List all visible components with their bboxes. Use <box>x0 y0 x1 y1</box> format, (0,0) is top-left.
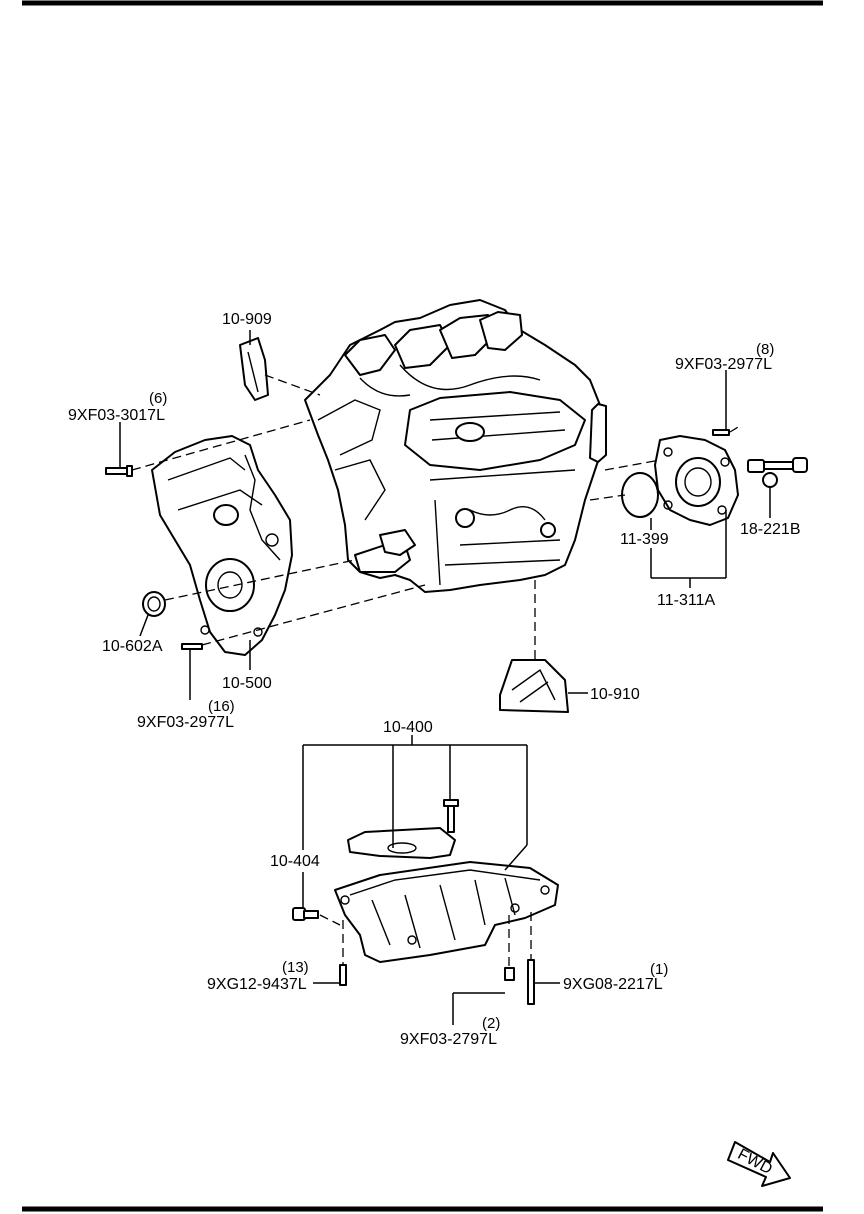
qty-9xf03-2797l: (2) <box>482 1015 500 1032</box>
bolt-9xf03-2797l <box>504 967 515 981</box>
engine-bracket-10-909 <box>239 337 269 401</box>
leader-lines <box>119 330 771 1025</box>
callout-9xf03-2977l-top: 9XF03-2977L <box>675 356 772 373</box>
callout-10-602a: 10-602A <box>102 638 163 655</box>
qty-9xf03-2977l-bot: (16) <box>208 698 235 715</box>
callout-11-311a: 11-311A <box>657 592 715 609</box>
oil-pan <box>334 861 559 963</box>
engine-bracket-10-910 <box>499 659 569 713</box>
callout-9xf03-3017l: 9XF03-3017L <box>68 407 165 424</box>
front-oil-seal <box>142 591 166 617</box>
callout-9xg12-9437l: 9XG12-9437L <box>207 976 307 993</box>
qty-9xg12-9437l: (13) <box>282 959 309 976</box>
drain-plug-10-404 <box>292 907 319 921</box>
bolt-9xf03-2977l-lower <box>181 643 203 650</box>
assembly-lines <box>131 374 741 968</box>
qty-9xg08-2217l: (1) <box>650 961 668 978</box>
fwd-label: FWD <box>735 1146 775 1178</box>
callout-10-909: 10-909 <box>222 311 272 328</box>
callout-10-500: 10-500 <box>222 675 272 692</box>
o-ring-11-399 <box>621 472 659 518</box>
callout-9xf03-2977l-bot: 9XF03-2977L <box>137 714 234 731</box>
engine-block <box>304 299 607 593</box>
crank-sensor-18-221b <box>747 457 808 488</box>
bolt-9xg12-9437l <box>339 964 347 986</box>
qty-9xf03-2977l-top: (8) <box>756 341 774 358</box>
fwd-arrow-icon: FWD <box>727 1141 791 1187</box>
bolt-9xg08-2217l <box>527 959 535 1005</box>
callout-9xg08-2217l: 9XG08-2217L <box>563 976 663 993</box>
callout-18-221b: 18-221B <box>740 521 801 538</box>
rear-oil-seal-housing <box>654 435 739 526</box>
oil-pan-gasket <box>347 827 456 859</box>
callout-11-399: 11-399 <box>620 531 669 548</box>
callout-10-404: 10-404 <box>270 853 320 870</box>
timing-cover <box>151 435 293 656</box>
bolt-9xf03-3017l <box>105 465 133 477</box>
callout-9xf03-2797l: 9XF03-2797L <box>400 1031 497 1048</box>
stud-10-400-head <box>443 799 459 807</box>
callout-10-400: 10-400 <box>383 719 433 736</box>
callout-10-910: 10-910 <box>590 686 640 703</box>
bolt-9xf03-2977l-upper <box>712 429 730 436</box>
qty-9xf03-3017l: (6) <box>149 390 167 407</box>
